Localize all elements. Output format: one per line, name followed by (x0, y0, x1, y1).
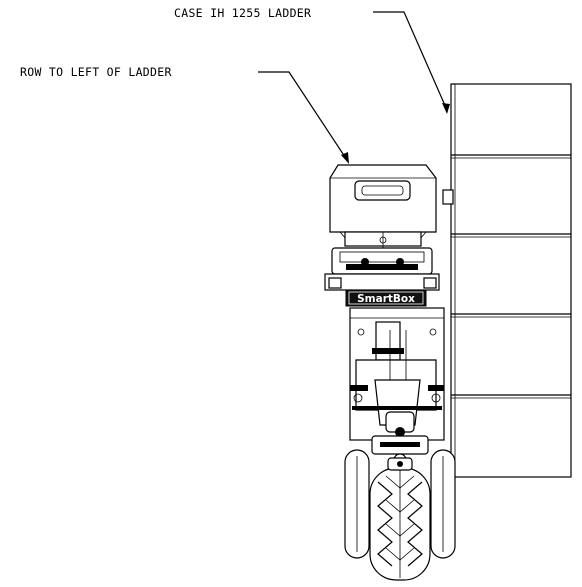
planter-row-unit: SmartBox (324, 164, 456, 581)
smartbox-badge: SmartBox (345, 289, 427, 307)
meter-assembly (324, 247, 440, 291)
ladder-callout-label: CASE IH 1255 LADDER (174, 6, 311, 20)
press-wheel-tire (369, 467, 431, 581)
wheel-hub (387, 457, 413, 471)
row-callout-label: ROW TO LEFT OF LADDER (20, 65, 172, 79)
closing-wheels (344, 449, 456, 559)
smartbox-brand-label: SmartBox (357, 293, 415, 305)
gauge-wheel-linkage (371, 411, 429, 467)
row-unit-frame (349, 307, 445, 441)
case-ih-ladder (442, 83, 572, 478)
ladder-leader-line (373, 11, 450, 114)
smartbox-hopper (329, 164, 437, 250)
row-leader-line (258, 71, 349, 164)
